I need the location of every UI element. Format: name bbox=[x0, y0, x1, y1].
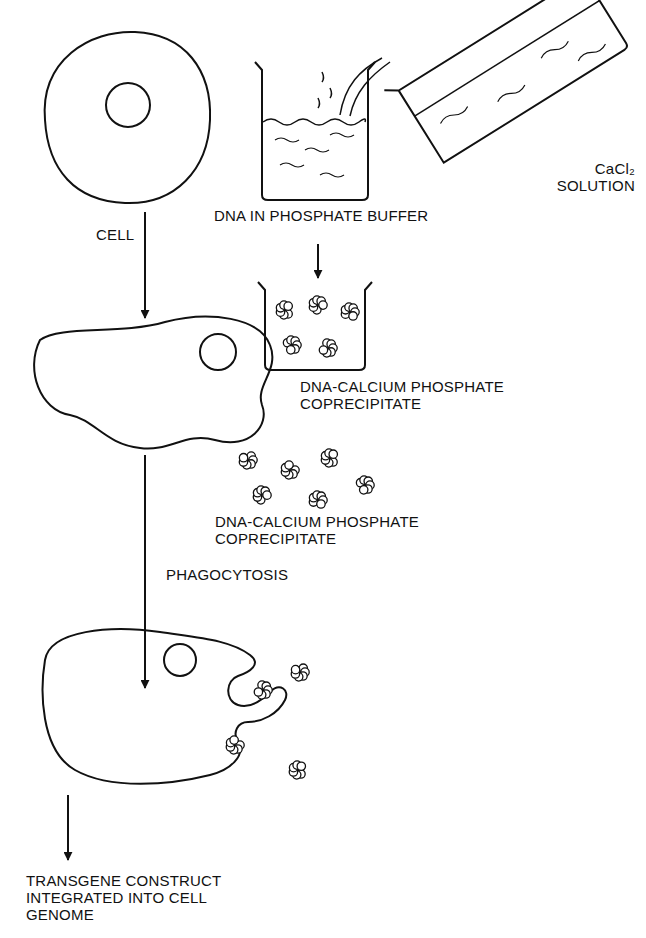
coprecipitate-clump bbox=[309, 491, 327, 508]
coprecipitate-clump bbox=[341, 303, 359, 320]
tilted-liquid bbox=[415, 1, 600, 117]
clump-blob bbox=[230, 736, 238, 744]
flow-arrow bbox=[144, 212, 146, 318]
coprecipitate-clump bbox=[253, 486, 271, 504]
clump-blob bbox=[291, 665, 299, 673]
coprecipitate-clump bbox=[291, 664, 309, 681]
clump-blob bbox=[254, 688, 262, 696]
beaker bbox=[258, 282, 372, 370]
clump-blob bbox=[329, 450, 337, 458]
clump-blob bbox=[284, 302, 292, 310]
clump-blob bbox=[317, 500, 325, 508]
coprecipitate-clump bbox=[319, 339, 337, 357]
beaker bbox=[255, 62, 375, 200]
cell-outline bbox=[43, 629, 287, 784]
clump-blob bbox=[360, 486, 368, 494]
coprecipitate-clump bbox=[309, 296, 327, 314]
coprecipitate-clump bbox=[254, 681, 272, 699]
nucleus bbox=[106, 83, 150, 127]
figure-label: DNA-CALCIUM PHOSPHATE COPRECIPITATE bbox=[300, 378, 540, 412]
flow-arrow bbox=[317, 244, 319, 278]
clump-blob bbox=[319, 301, 327, 309]
clump-blob bbox=[287, 346, 295, 354]
figure-label: TRANSGENE CONSTRUCT INTEGRATED INTO CELL… bbox=[26, 872, 256, 923]
coprecipitate-clump bbox=[321, 449, 337, 467]
cell-outline bbox=[45, 32, 210, 203]
tilted-beaker bbox=[384, 0, 628, 169]
clump-blob bbox=[263, 491, 271, 499]
clump-blob bbox=[239, 454, 247, 462]
flow-arrow bbox=[67, 795, 69, 860]
coprecipitate-clump bbox=[276, 301, 292, 319]
coprecipitate-clump bbox=[281, 461, 299, 479]
nucleus bbox=[164, 644, 196, 676]
coprecipitate-clump bbox=[239, 452, 257, 469]
clump-blob bbox=[297, 762, 305, 770]
nucleus bbox=[200, 334, 236, 370]
tilted-liquid-wave bbox=[438, 23, 607, 142]
clump-blob bbox=[285, 461, 293, 469]
liquid-surface bbox=[263, 119, 365, 125]
liquid-wave bbox=[275, 133, 354, 177]
cell-outline bbox=[34, 317, 272, 449]
clump-blob bbox=[319, 346, 327, 354]
figure-label: DNA-CALCIUM PHOSPHATE COPRECIPITATE bbox=[215, 513, 455, 547]
pouring-stream bbox=[340, 58, 390, 116]
figure-label: CELL bbox=[96, 226, 176, 243]
clump-blob bbox=[349, 312, 357, 320]
figure-label: CaCl₂ SOLUTION bbox=[535, 160, 635, 194]
coprecipitate-clump bbox=[226, 736, 244, 754]
coprecipitate-clump bbox=[356, 476, 374, 494]
flow-arrow bbox=[144, 455, 146, 688]
drops bbox=[318, 72, 332, 108]
step-label: PHAGOCYTOSIS bbox=[166, 566, 316, 583]
coprecipitate-clump bbox=[289, 761, 305, 779]
figure-label: DNA IN PHOSPHATE BUFFER bbox=[214, 207, 474, 224]
coprecipitate-clump bbox=[283, 336, 301, 354]
